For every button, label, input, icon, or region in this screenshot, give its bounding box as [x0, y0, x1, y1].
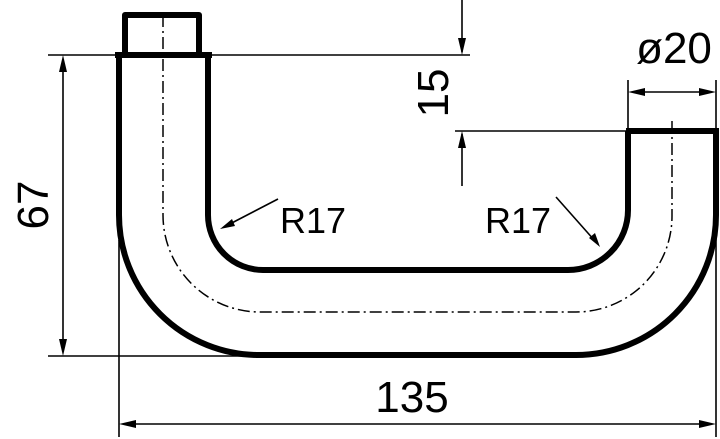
dimension-diameter	[628, 88, 716, 96]
radius-leader-left	[220, 198, 279, 229]
dimension-height-label: 67	[9, 181, 58, 230]
radius-left-label: R17	[280, 200, 346, 241]
dimension-offset-label: 15	[409, 69, 458, 118]
pipe-outline	[115, 12, 719, 358]
pipe-centerline	[162, 15, 673, 313]
radius-leader-right	[555, 196, 600, 247]
dimension-diameter-label: ø20	[636, 24, 712, 73]
dimension-width-label: 135	[375, 373, 448, 422]
radius-right-label: R17	[485, 200, 551, 241]
dimension-15	[458, 0, 466, 186]
dimension-135	[119, 420, 716, 428]
dimension-67	[59, 55, 67, 356]
